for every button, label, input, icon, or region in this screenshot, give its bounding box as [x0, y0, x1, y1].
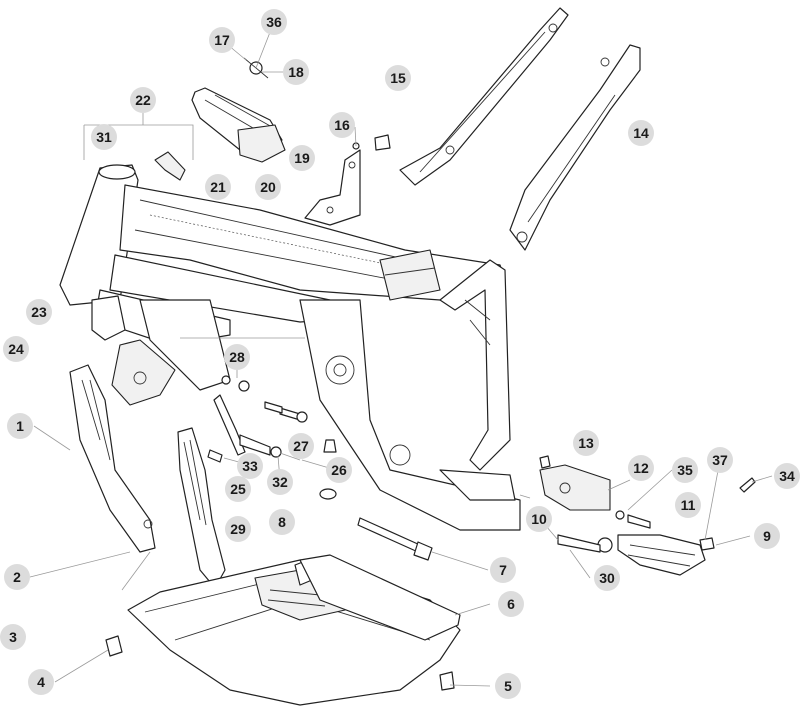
- callout-20-label: 20: [260, 179, 276, 195]
- callout-24-label: 24: [8, 341, 24, 357]
- callout-22-label: 22: [135, 92, 151, 108]
- callout-27: 27: [288, 433, 314, 459]
- callout-13-label: 13: [578, 435, 594, 451]
- side-bracket-drawing: [91, 295, 176, 406]
- callout-33-label: 33: [242, 458, 258, 474]
- callout-19: 19: [289, 145, 315, 171]
- callout-7: 7: [490, 557, 516, 583]
- callout-17-label: 17: [214, 32, 230, 48]
- footpeg-left-drawing: [191, 57, 286, 163]
- callout-35-label: 35: [677, 462, 693, 478]
- callout-8: 8: [269, 509, 295, 535]
- callout-5: 5: [495, 673, 521, 699]
- callout-23-label: 23: [31, 304, 47, 320]
- callout-21-label: 21: [210, 179, 226, 195]
- callout-3-label: 3: [9, 629, 17, 645]
- callouts: 36 17 18 15 22 31 16 14 19 21 20 23 24 2…: [0, 9, 800, 699]
- callout-37-label: 37: [712, 452, 728, 468]
- callout-13: 13: [573, 430, 599, 456]
- callout-1-label: 1: [16, 418, 24, 434]
- frame-guard-right-drawing: [177, 427, 226, 589]
- callout-9-label: 9: [763, 528, 771, 544]
- main-frame-drawing: [59, 164, 521, 531]
- callout-18-label: 18: [288, 64, 304, 80]
- footpeg-right-drawing: [539, 464, 706, 576]
- callout-31-label: 31: [96, 129, 112, 145]
- callout-20: 20: [255, 174, 281, 200]
- callout-30-label: 30: [599, 570, 615, 586]
- callout-12: 12: [628, 455, 654, 481]
- callout-26-label: 26: [331, 462, 347, 478]
- callout-33: 33: [237, 453, 263, 479]
- callout-27-label: 27: [293, 438, 309, 454]
- callout-28-label: 28: [229, 349, 245, 365]
- callout-2-label: 2: [13, 569, 21, 585]
- callout-10-label: 10: [531, 511, 547, 527]
- callout-11: 11: [675, 492, 701, 518]
- callout-15: 15: [385, 65, 411, 91]
- bracket-drawing: [304, 134, 391, 226]
- callout-26: 26: [326, 457, 352, 483]
- callout-16: 16: [329, 112, 355, 138]
- callout-11-label: 11: [681, 497, 696, 513]
- callout-21: 21: [205, 174, 231, 200]
- callout-32-label: 32: [272, 474, 288, 490]
- callout-14-label: 14: [633, 125, 649, 141]
- callout-36-label: 36: [266, 14, 282, 30]
- callout-10: 10: [526, 506, 552, 532]
- callout-22: 22: [130, 87, 156, 113]
- callout-28: 28: [224, 344, 250, 370]
- callout-7-label: 7: [499, 562, 507, 578]
- callout-5-label: 5: [504, 678, 512, 694]
- callout-3: 3: [0, 624, 26, 650]
- callout-19-label: 19: [294, 150, 310, 166]
- callout-12-label: 12: [633, 460, 649, 476]
- callout-16-label: 16: [334, 117, 350, 133]
- callout-37: 37: [707, 447, 733, 473]
- callout-14: 14: [628, 120, 654, 146]
- callout-29-label: 29: [230, 521, 246, 537]
- callout-31: 31: [91, 124, 117, 150]
- callout-4-label: 4: [37, 674, 45, 690]
- callout-6-label: 6: [507, 596, 515, 612]
- callout-32: 32: [267, 469, 293, 495]
- callout-35: 35: [672, 457, 698, 483]
- callout-1: 1: [7, 413, 33, 439]
- callout-2: 2: [4, 564, 30, 590]
- callout-17: 17: [209, 27, 235, 53]
- callout-23: 23: [26, 299, 52, 325]
- callout-34: 34: [774, 463, 800, 489]
- fasteners-drawing: [207, 375, 756, 561]
- callout-25: 25: [225, 476, 251, 502]
- callout-25-label: 25: [230, 481, 246, 497]
- clip-drawing: [154, 151, 186, 181]
- callout-6: 6: [498, 591, 524, 617]
- callout-8-label: 8: [278, 514, 286, 530]
- callout-29: 29: [225, 516, 251, 542]
- callout-9: 9: [754, 523, 780, 549]
- callout-18: 18: [283, 59, 309, 85]
- callout-24: 24: [3, 336, 29, 362]
- callout-36: 36: [261, 9, 287, 35]
- callout-34-label: 34: [779, 468, 795, 484]
- callout-15-label: 15: [390, 70, 406, 86]
- callout-4: 4: [28, 669, 54, 695]
- subframe-rails-drawing: [399, 7, 641, 251]
- frame-guard-left-drawing: [69, 364, 156, 553]
- skid-plate-drawing: [105, 554, 461, 706]
- callout-30: 30: [594, 565, 620, 591]
